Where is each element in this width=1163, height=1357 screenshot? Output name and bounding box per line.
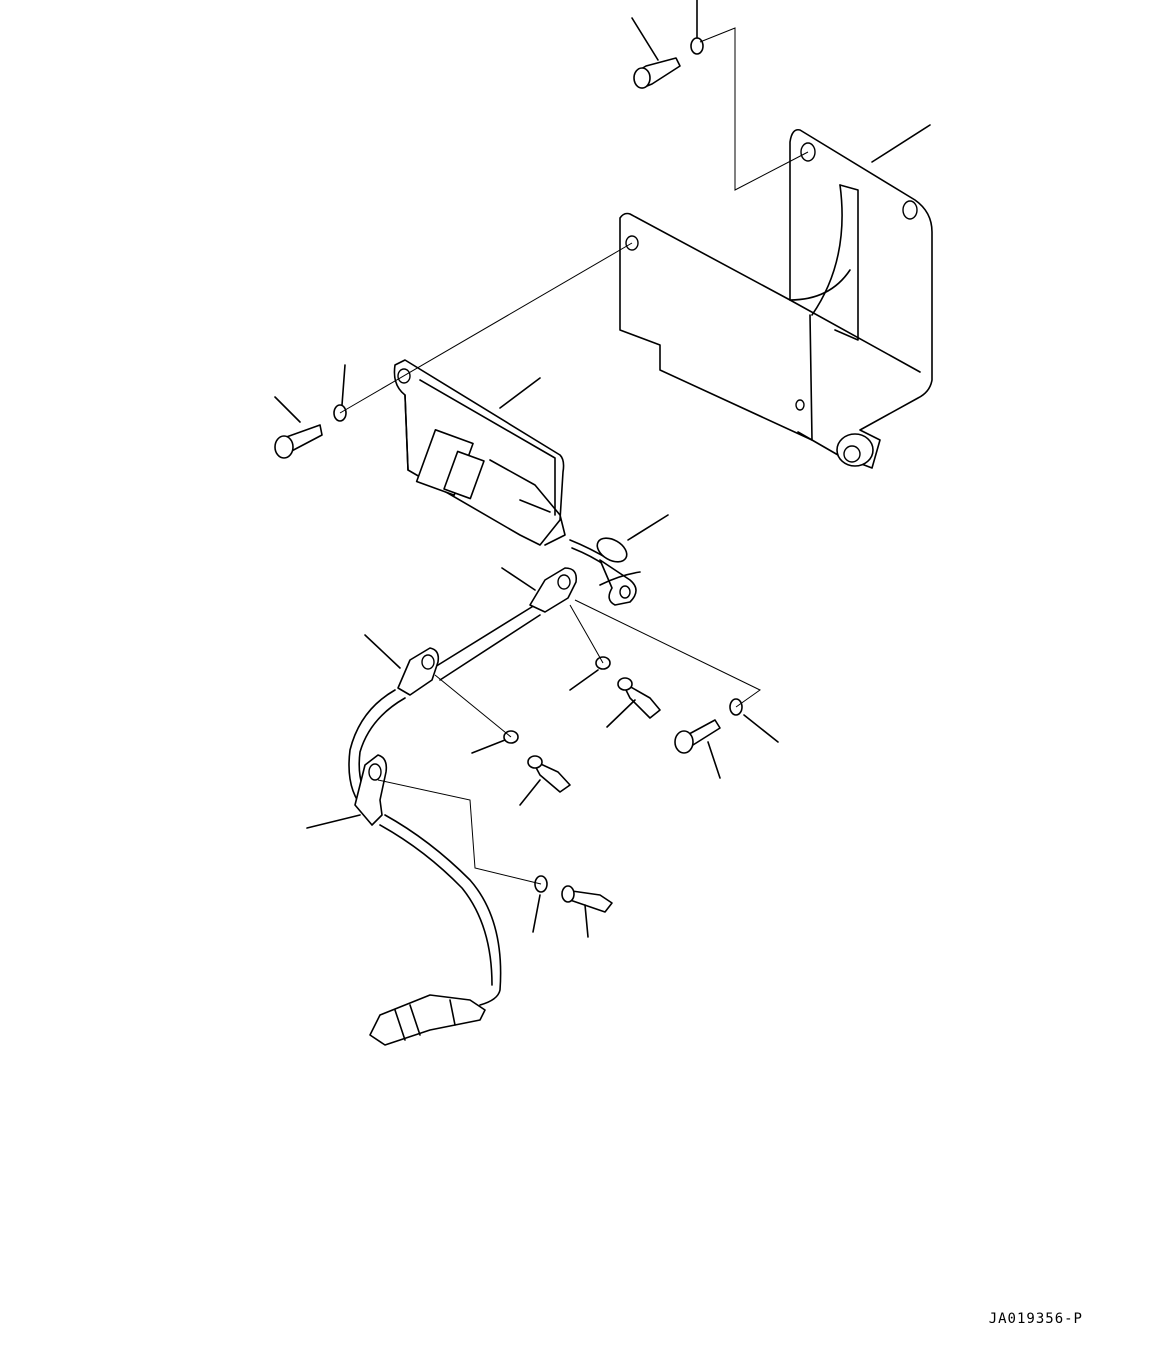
leader-lines <box>274 0 931 938</box>
controller-unit <box>393 359 566 546</box>
mounting-bracket <box>619 128 933 469</box>
figure-code: JA019356-P <box>988 1311 1083 1327</box>
hardware-bolts <box>274 37 743 913</box>
bolt-mid <box>617 677 661 719</box>
bolt-mid-right <box>674 719 721 754</box>
washer-top <box>690 37 704 55</box>
bolt-top <box>633 57 681 89</box>
bolt-lower <box>527 755 571 793</box>
bolt-bottom <box>561 885 613 913</box>
sensor-harness <box>348 537 641 1046</box>
bolt-left <box>274 424 323 459</box>
